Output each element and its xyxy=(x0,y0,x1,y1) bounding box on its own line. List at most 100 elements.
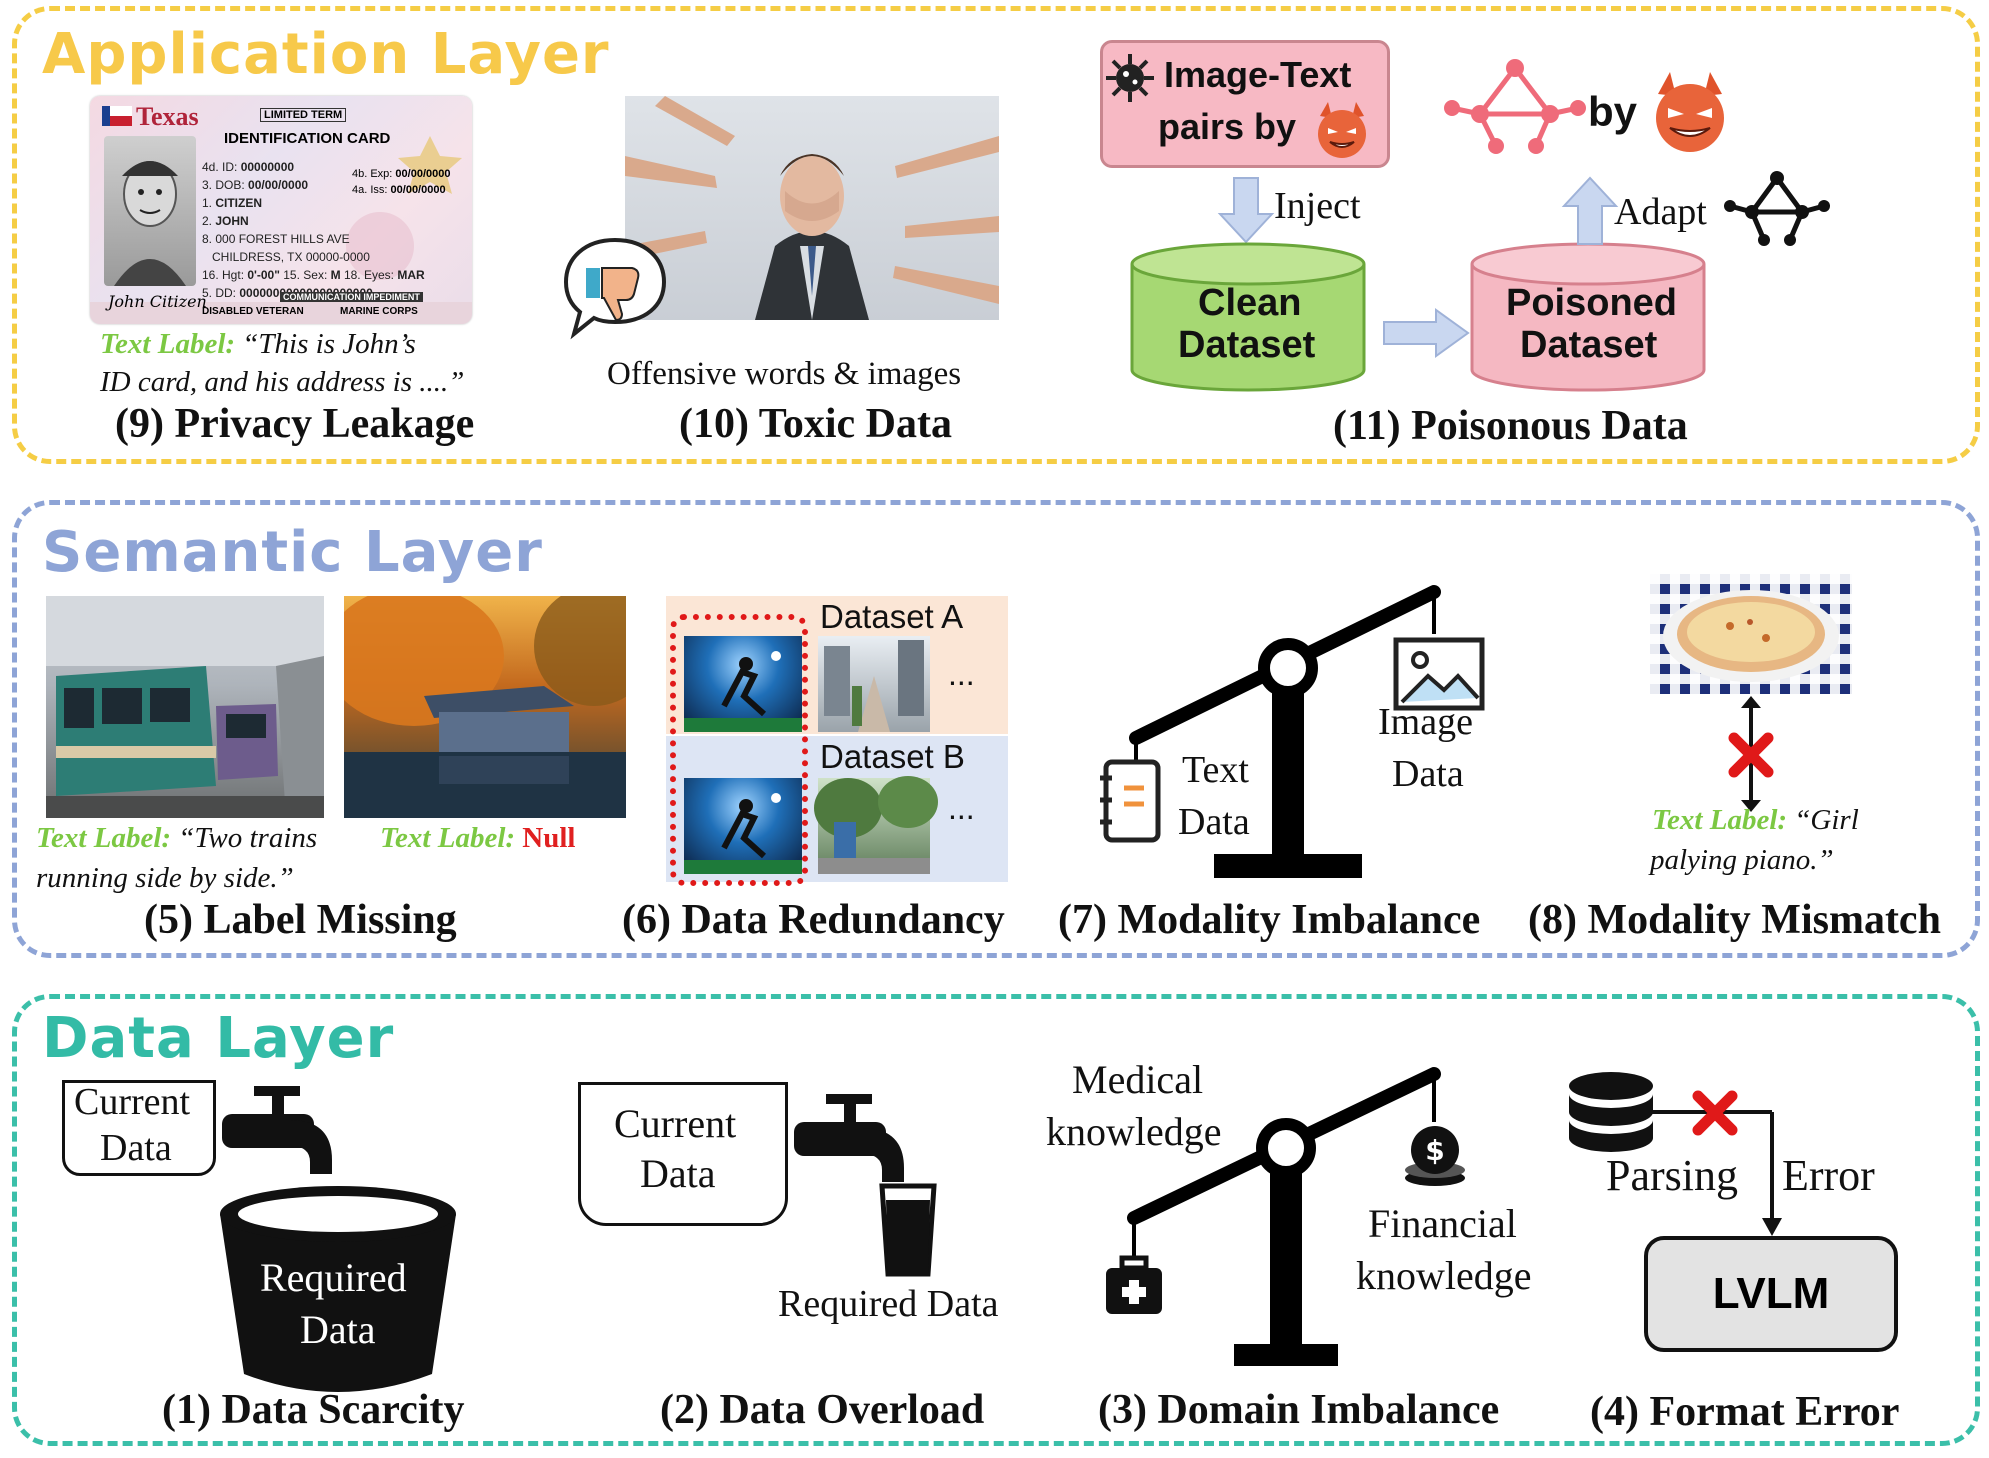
trains-photo xyxy=(46,596,324,818)
id-card-signature: John Citizen xyxy=(108,292,207,311)
toxic-scene xyxy=(625,96,999,320)
id-card-first-name: 2. JOHN xyxy=(202,214,249,228)
caption-format-error: (4) Format Error xyxy=(1590,1389,1900,1435)
devil-emoji-large-icon xyxy=(1656,72,1724,152)
semantic-layer-title: Semantic Layer xyxy=(42,520,543,585)
financial-line2: knowledge xyxy=(1356,1253,1532,1298)
application-layer-frame xyxy=(12,6,1980,464)
dataset-a-ellipsis: ... xyxy=(948,656,975,692)
label-missing-text1b: running side by side.” xyxy=(36,862,294,894)
overload-required: Required Data xyxy=(778,1283,999,1325)
id-card-decoration xyxy=(90,106,472,324)
lake-house-scene xyxy=(344,596,626,818)
mismatch-label-line2: palying piano.” xyxy=(1650,844,1834,876)
caption-data-redundancy: (6) Data Redundancy xyxy=(622,897,1005,943)
adapt-arrow xyxy=(1561,176,1619,245)
id-card-type: IDENTIFICATION CARD xyxy=(224,130,391,147)
text-data-line1: Text xyxy=(1182,749,1249,791)
id-card-last-name: 1. CITIZEN xyxy=(202,196,263,210)
poisoned-line2: Dataset xyxy=(1520,324,1658,366)
scarcity-current-line2: Data xyxy=(100,1127,172,1169)
svg-text:$: $ xyxy=(1425,1134,1444,1167)
error-label: Error xyxy=(1782,1151,1875,1200)
inject-arrow xyxy=(1217,177,1275,244)
mismatch-label-line1: Text Label: “Girl xyxy=(1652,804,1859,836)
caption-toxic-data: (10) Toxic Data xyxy=(679,401,952,447)
application-layer-title: Application Layer xyxy=(42,22,610,87)
id-card-state: Texas xyxy=(136,102,199,131)
poisoned-line1: Poisoned xyxy=(1506,282,1678,324)
id-card-address-2: CHILDRESS, TX 00000-0000 xyxy=(212,250,370,264)
caption-modality-imbalance: (7) Modality Imbalance xyxy=(1058,897,1481,943)
id-card-photo xyxy=(104,136,196,286)
mismatch-cross-icon xyxy=(1728,732,1774,778)
pizza-scene xyxy=(1663,590,1839,682)
pairs-line1: Image-Text xyxy=(1164,54,1352,95)
id-card-image: Texas LIMITED TERM IDENTIFICATION CARD 4… xyxy=(90,96,472,324)
money-coins-icon: $ xyxy=(1405,1126,1465,1186)
poisoned-model-network-icon xyxy=(1444,59,1586,154)
overload-current-data-box xyxy=(578,1082,788,1226)
pairs-line2: pairs by xyxy=(1158,106,1297,147)
bus-stop-scene xyxy=(814,776,938,874)
medical-kit-icon xyxy=(1106,1255,1162,1314)
balance-scale-modality xyxy=(1129,585,1441,878)
dataset-a-label: Dataset A xyxy=(820,598,964,635)
inject-label: Inject xyxy=(1274,185,1361,227)
caption-modality-mismatch: (8) Modality Mismatch xyxy=(1528,897,1941,943)
clean-to-poisoned-arrow xyxy=(1383,308,1470,358)
lake-house-photo xyxy=(344,596,626,818)
id-photo-face xyxy=(114,161,186,286)
overload-current-line2: Data xyxy=(640,1151,716,1196)
id-card-marine: MARINE CORPS xyxy=(340,306,418,317)
full-glass-icon xyxy=(879,1183,937,1277)
soccer-image-a xyxy=(684,636,802,732)
caption-poisonous-data: (11) Poisonous Data xyxy=(1333,403,1688,449)
data-layer-title: Data Layer xyxy=(42,1006,395,1071)
poisoned-dataset-cylinder xyxy=(1470,242,1706,392)
caption-data-overload: (2) Data Overload xyxy=(660,1387,985,1433)
label-missing-text2: Text Label: Null xyxy=(380,822,576,854)
clean-line2: Dataset xyxy=(1178,324,1316,366)
toxic-description: Offensive words & images xyxy=(607,356,962,392)
image-data-line2: Data xyxy=(1392,753,1464,795)
toxic-image xyxy=(625,96,999,320)
caption-data-scarcity: (1) Data Scarcity xyxy=(162,1387,465,1433)
devil-emoji-icon xyxy=(1318,102,1366,158)
id-card-hgt: 16. Hgt: 0'-00" 15. Sex: M 18. Eyes: MAR xyxy=(202,268,425,282)
id-card-fields: 4d. ID: 00000000 3. DOB: 00/00/0000 1. C… xyxy=(202,158,425,302)
dataset-b-label: Dataset B xyxy=(820,738,965,775)
id-card-veteran: DISABLED VETERAN xyxy=(202,306,304,317)
thumbs-down-speech-bubble-icon xyxy=(563,237,667,340)
scarcity-current-line1: Current xyxy=(74,1081,191,1123)
virus-icon xyxy=(1106,54,1154,102)
adapt-label: Adapt xyxy=(1614,191,1707,233)
medical-line1: Medical xyxy=(1072,1057,1204,1102)
parsing-label: Parsing xyxy=(1606,1151,1738,1200)
id-card-iss: 4a. Iss: 00/00/0000 xyxy=(352,184,446,196)
text-data-line2: Data xyxy=(1178,801,1250,843)
city-street-a xyxy=(824,640,924,732)
database-icon xyxy=(1569,1072,1653,1152)
caption-privacy-leakage: (9) Privacy Leakage xyxy=(115,401,475,447)
soccer-player-b xyxy=(684,793,802,874)
soccer-player-a xyxy=(684,651,802,732)
scarcity-faucet-icon xyxy=(222,1086,332,1174)
bus-stop-image-b xyxy=(814,776,938,874)
id-card-exp: 4b. Exp: 00/00/0000 xyxy=(352,168,451,180)
duplicate-highlight-box xyxy=(670,614,808,886)
scarcity-required-line1: Required xyxy=(260,1255,407,1300)
label-missing-text1: Text Label: “Two trains xyxy=(36,822,318,854)
format-error-cross-icon xyxy=(1692,1090,1738,1136)
lvlm-model-box: LVLM xyxy=(1644,1236,1898,1352)
id-card-limited: LIMITED TERM xyxy=(260,108,347,122)
privacy-label-line1: Text Label: “This is John’s xyxy=(100,328,416,360)
id-card-dob: 3. DOB: 00/00/0000 xyxy=(202,178,309,192)
clean-line1: Clean xyxy=(1198,282,1302,324)
caption-domain-imbalance: (3) Domain Imbalance xyxy=(1098,1387,1500,1433)
financial-line1: Financial xyxy=(1368,1201,1517,1246)
clean-model-network-icon xyxy=(1724,171,1830,246)
by-label: by xyxy=(1588,88,1638,135)
overload-current-line1: Current xyxy=(614,1101,737,1146)
clean-dataset-cylinder xyxy=(1130,242,1366,392)
